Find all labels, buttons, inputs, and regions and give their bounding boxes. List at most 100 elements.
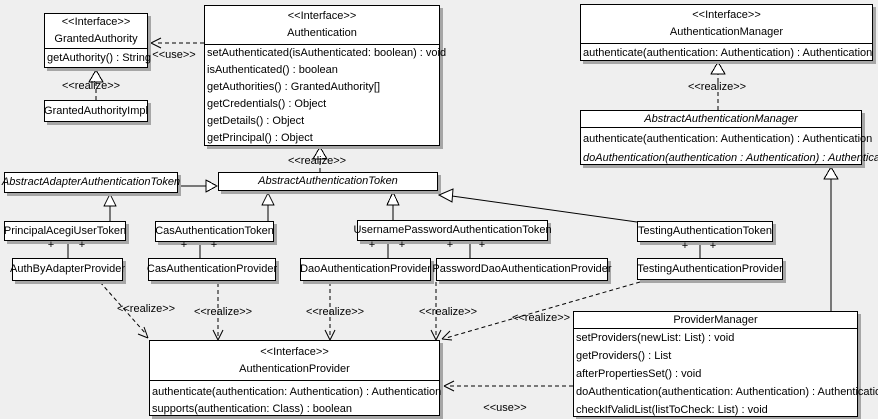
realize-stereotype-label: <<realize>> bbox=[61, 80, 121, 92]
class-box-testing-authentication-token[interactable]: TestingAuthenticationToken bbox=[637, 221, 773, 242]
method: afterPropertiesSet() : void bbox=[576, 368, 702, 380]
class-header: ProviderManager bbox=[574, 312, 857, 329]
realize-stereotype-label: <<realize>> bbox=[418, 306, 478, 318]
class-box-username-password-authentication-token[interactable]: UsernamePasswordAuthenticationToken bbox=[353, 220, 552, 241]
class-name: GrantedAuthority bbox=[54, 33, 138, 45]
class-header: <<Interface>> GrantedAuthority bbox=[45, 14, 147, 49]
method: authenticate(authentication: Authenticat… bbox=[152, 386, 442, 398]
edge-casprovider-realizes-authenticationprovider bbox=[212, 283, 224, 341]
association-plus-label: + bbox=[398, 239, 406, 251]
method-list: authenticate(authentication: Authenticat… bbox=[581, 44, 872, 62]
class-name: AbstractAuthenticationToken bbox=[258, 175, 398, 187]
realize-stereotype-label: <<realize>> bbox=[193, 306, 253, 318]
edge-abstractauthenticationmanager-realizes-authenticationmanager bbox=[710, 61, 726, 110]
class-box-password-dao-authentication-provider[interactable]: PasswordDaoAuthenticationProvider bbox=[432, 258, 612, 281]
class-box-cas-authentication-token[interactable]: CasAuthenticationToken bbox=[155, 221, 274, 242]
realize-stereotype-label: <<realize>> bbox=[116, 303, 176, 315]
association-plus-label: + bbox=[47, 239, 55, 251]
association-plus-label: + bbox=[681, 240, 689, 252]
edge-principalacegiusertoken-extends-abstractadaptertoken bbox=[103, 192, 117, 221]
use-stereotype-label: <<use>> bbox=[152, 49, 196, 61]
realize-stereotype-label: <<realize>> bbox=[287, 155, 347, 167]
class-box-testing-authentication-provider[interactable]: TestingAuthenticationProvider bbox=[637, 258, 783, 280]
method: getProviders() : List bbox=[576, 350, 672, 362]
class-header: <<Interface>> AuthenticationProvider bbox=[150, 341, 439, 381]
method-list: authenticate(authentication: Authenticat… bbox=[150, 381, 442, 418]
method-abstract: doAuthentication(authentication : Authen… bbox=[583, 152, 878, 164]
class-name: GrantedAuthorityImpl bbox=[44, 104, 148, 117]
class-header: AbstractAuthenticationManager bbox=[581, 111, 861, 128]
class-box-authentication-manager[interactable]: <<Interface>> AuthenticationManager auth… bbox=[580, 4, 873, 61]
method-list: setProviders(newList: List) : void getPr… bbox=[574, 329, 878, 419]
method: isAuthenticated() : boolean bbox=[207, 64, 338, 76]
method: getAuthority() : String bbox=[47, 52, 151, 64]
edge-authbyadapterprovider-realizes-authenticationprovider bbox=[99, 281, 149, 339]
method: getCredentials() : Object bbox=[207, 98, 327, 110]
class-box-provider-manager[interactable]: ProviderManager setProviders(newList: Li… bbox=[573, 311, 878, 419]
association-plus-label: + bbox=[368, 239, 376, 251]
edge-providermanager-extends-abstractauthenticationmanager bbox=[823, 166, 839, 311]
edge-testingprovider-realizes-authenticationprovider bbox=[441, 281, 641, 341]
association-plus-label: + bbox=[210, 239, 218, 251]
method: authenticate(authentication: Authenticat… bbox=[583, 47, 873, 59]
edge-passworddaoprovider-realizes-authenticationprovider bbox=[430, 282, 442, 341]
edge-castoken-extends-abstracttoken bbox=[261, 191, 275, 221]
class-name: Authentication bbox=[287, 27, 357, 39]
use-stereotype-label: <<use>> bbox=[483, 402, 527, 414]
method: getAuthorities() : GrantedAuthority[] bbox=[207, 81, 381, 93]
class-box-cas-authentication-provider[interactable]: CasAuthenticationProvider bbox=[147, 258, 277, 281]
method: getPrincipal() : Object bbox=[207, 132, 313, 144]
method-list: authenticate(authentication: Authenticat… bbox=[581, 128, 878, 168]
class-box-authentication-provider[interactable]: <<Interface>> AuthenticationProvider aut… bbox=[149, 340, 442, 418]
stereotype-label: <<Interface>> bbox=[287, 10, 357, 22]
association-plus-label: + bbox=[709, 240, 717, 252]
class-name: AuthenticationProvider bbox=[239, 362, 350, 375]
class-name: CasAuthenticationToken bbox=[155, 225, 274, 237]
edge-providermanager-uses-authenticationprovider bbox=[443, 380, 573, 392]
association-plus-label: + bbox=[478, 239, 486, 251]
class-name: TestingAuthenticationToken bbox=[638, 225, 772, 237]
stereotype-label: <<Interface>> bbox=[692, 9, 761, 21]
class-box-abstract-adapter-authentication-token[interactable]: AbstractAdapterAuthenticationToken bbox=[1, 172, 181, 193]
method: setProviders(newList: List) : void bbox=[576, 332, 735, 344]
edge-authentication-uses-grantedauthority bbox=[150, 37, 204, 49]
stereotype-label: <<Interface>> bbox=[61, 16, 131, 28]
class-box-abstract-authentication-token[interactable]: AbstractAuthenticationToken bbox=[218, 172, 438, 191]
association-plus-label: + bbox=[446, 239, 454, 251]
class-box-principal-acegi-user-token[interactable]: PrincipalAcegiUserToken bbox=[4, 221, 126, 241]
stereotype-label: <<Interface>> bbox=[260, 345, 329, 358]
class-name: ProviderManager bbox=[673, 313, 758, 326]
association-plus-label: + bbox=[78, 239, 86, 251]
method: setAuthenticated(isAuthenticated: boolea… bbox=[207, 47, 447, 59]
method: authenticate(authentication: Authenticat… bbox=[583, 133, 873, 145]
edge-abstracttoken-realizes-authentication bbox=[312, 146, 328, 172]
realize-stereotype-label: <<realize>> bbox=[687, 81, 747, 93]
realize-stereotype-label: <<realize>> bbox=[305, 306, 365, 318]
class-box-authentication[interactable]: <<Interface>> Authentication setAuthenti… bbox=[204, 5, 447, 147]
class-box-abstract-authentication-manager[interactable]: AbstractAuthenticationManager authentica… bbox=[580, 110, 878, 168]
class-name: UsernamePasswordAuthenticationToken bbox=[353, 224, 552, 236]
class-header: <<Interface>> AuthenticationManager bbox=[581, 5, 872, 44]
class-name: AuthByAdapterProvider bbox=[10, 263, 125, 275]
association-plus-label: + bbox=[180, 239, 188, 251]
method-list: setAuthenticated(isAuthenticated: boolea… bbox=[205, 45, 447, 147]
edge-abstractadaptertoken-extends-abstracttoken bbox=[178, 179, 219, 193]
method: getDetails() : Object bbox=[207, 115, 305, 127]
edge-usernamepasswordtoken-extends-abstracttoken bbox=[386, 190, 400, 220]
class-box-dao-authentication-provider[interactable]: DaoAuthenticationProvider bbox=[300, 258, 431, 281]
method: checkIfValidList(listToCheck: List) : vo… bbox=[576, 404, 768, 416]
class-name: AbstractAdapterAuthenticationToken bbox=[1, 176, 181, 188]
class-box-granted-authority-impl[interactable]: GrantedAuthorityImpl bbox=[44, 100, 148, 122]
class-header: <<Interface>> Authentication bbox=[205, 6, 439, 45]
class-box-granted-authority[interactable]: <<Interface>> GrantedAuthority getAuthor… bbox=[44, 13, 151, 68]
method: doAuthentication(authentication: Authent… bbox=[576, 386, 878, 398]
class-name: TestingAuthenticationProvider bbox=[637, 262, 783, 275]
class-name: PasswordDaoAuthenticationProvider bbox=[432, 263, 612, 275]
class-box-auth-by-adapter-provider[interactable]: AuthByAdapterProvider bbox=[10, 258, 125, 281]
class-name: AuthenticationManager bbox=[669, 26, 784, 38]
edge-testingtoken-extends-abstracttoken bbox=[437, 188, 638, 223]
class-name: PrincipalAcegiUserToken bbox=[3, 224, 127, 237]
method-list: getAuthority() : String bbox=[45, 49, 151, 67]
